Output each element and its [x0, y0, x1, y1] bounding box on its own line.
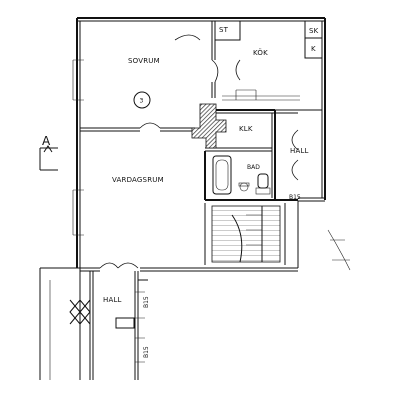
label-kok: KÖK — [253, 48, 268, 57]
section-marker — [39, 145, 58, 171]
label-vardagsrum: VARDAGSRUM — [112, 176, 164, 184]
room-number-circle — [133, 91, 151, 109]
label-b15-bottom-2: B15 — [143, 346, 150, 358]
label-st: ST — [219, 26, 229, 34]
interior-walls — [39, 21, 351, 380]
outer-walls — [72, 17, 326, 268]
label-b15-right: B15 — [289, 194, 301, 201]
room-labels: SOVRUM KÖK ST SK K 3 KLK BAD HALL B15 VA… — [42, 26, 319, 358]
label-sovrum: SOVRUM — [128, 57, 160, 65]
label-klk: KLK — [239, 125, 253, 133]
label-b15-bottom-1: B15 — [143, 296, 150, 308]
label-hall-right: HALL — [290, 147, 309, 155]
label-section-marker: A — [42, 134, 51, 148]
bathroom-fixtures — [212, 155, 271, 195]
chimney-hatch — [191, 103, 227, 149]
label-circle-number: 3 — [140, 98, 144, 105]
label-k: K — [311, 45, 316, 53]
staircase — [211, 205, 281, 263]
label-sk: SK — [309, 27, 319, 35]
label-bad: BAD — [247, 164, 260, 171]
label-hall-bottom: HALL — [103, 296, 122, 304]
